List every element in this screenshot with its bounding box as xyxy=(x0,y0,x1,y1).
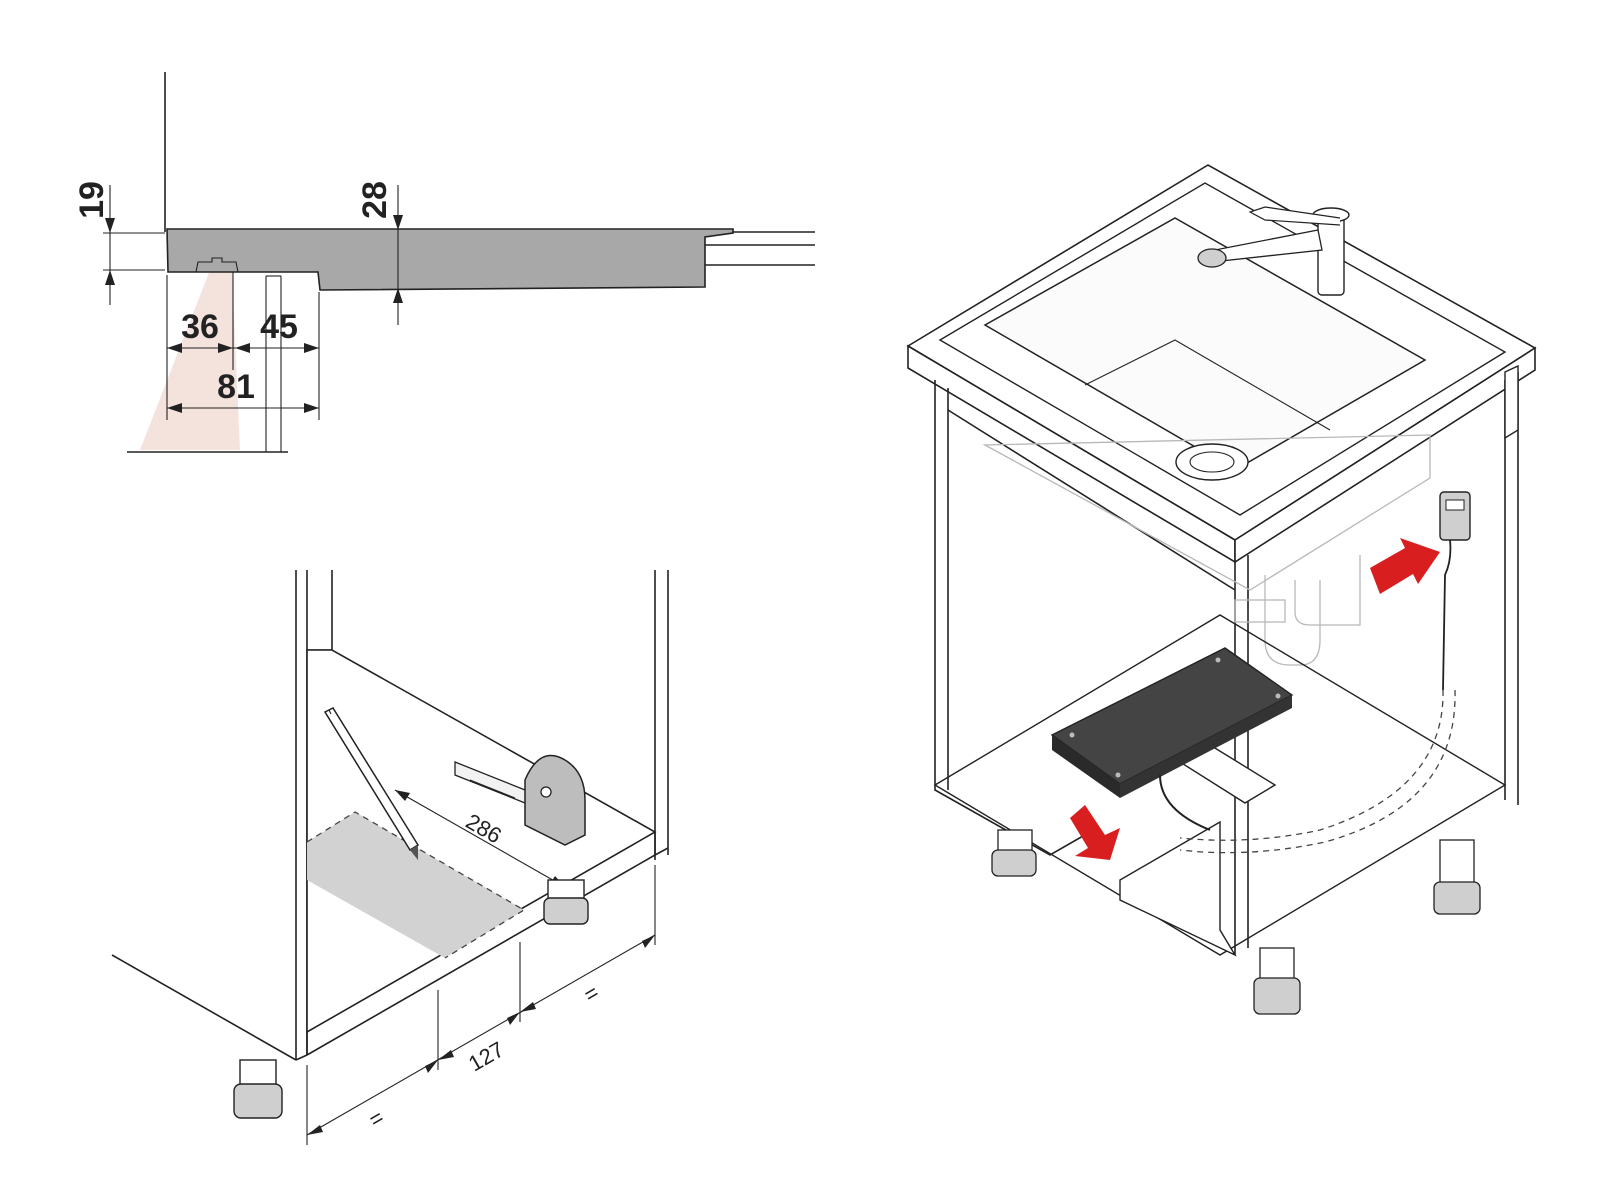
hob-section xyxy=(166,228,734,291)
induction-hob xyxy=(1050,647,1294,831)
sink-rim xyxy=(938,182,1507,516)
pencil-icon xyxy=(323,707,420,860)
sink-cabinet-view xyxy=(906,164,1537,1015)
cabinet-foot xyxy=(1433,839,1481,915)
dim-rim-label: 45 xyxy=(260,308,298,346)
dim-equal-right-label: = xyxy=(579,979,603,1007)
cabinet-foot xyxy=(233,1059,283,1119)
cabinet-foot xyxy=(543,879,589,925)
dim-total-label: 81 xyxy=(217,368,255,406)
section-view: 19 28 36 45 81 xyxy=(73,72,815,453)
cabinet-foot xyxy=(1253,947,1301,1015)
dim-depth-label: 28 xyxy=(356,181,394,219)
dim-cutout-width-label: 127 xyxy=(464,1036,508,1076)
cabinet-foot xyxy=(991,829,1037,877)
faucet-icon xyxy=(1197,206,1350,296)
tape-measure-icon xyxy=(454,754,586,846)
dim-equal-left-label: = xyxy=(364,1104,388,1132)
cabinet-cutout-view: 286 = 127 = xyxy=(111,570,669,1145)
arrow-out-icon xyxy=(1070,805,1120,860)
dim-offset-label: 36 xyxy=(181,308,219,346)
power-plug-icon xyxy=(1439,491,1471,691)
cutout-area xyxy=(307,812,524,958)
arrow-in-icon xyxy=(1370,538,1440,594)
light-cone xyxy=(140,270,240,450)
dim-thickness-label: 19 xyxy=(73,181,111,219)
sink-basin xyxy=(983,217,1427,471)
